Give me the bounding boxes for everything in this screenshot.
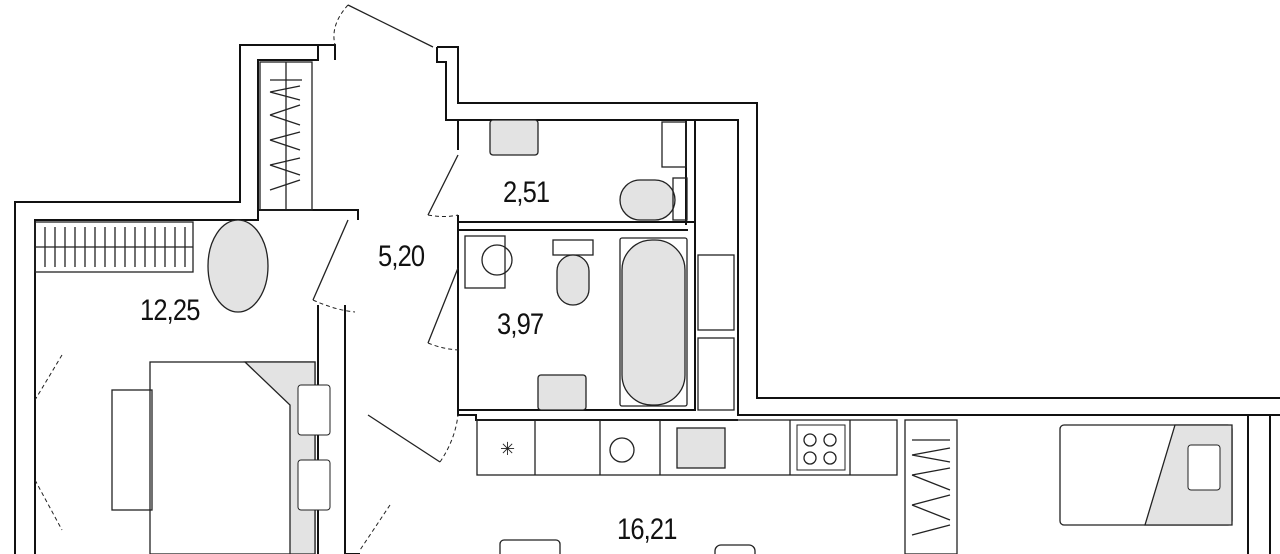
svg-text:✳: ✳: [500, 439, 515, 459]
room-area-bedroom: 12,25: [140, 294, 200, 327]
room-area-kitchen-living: 16,21: [617, 513, 677, 546]
doors: [34, 4, 463, 551]
room-area-hallway: 5,20: [378, 240, 425, 273]
sofa: [1059, 424, 1233, 526]
wardrobe-bedroom: [34, 221, 194, 273]
wardrobe-closet: [259, 61, 313, 211]
room-area-bathroom: 3,97: [497, 308, 544, 341]
rug: [207, 219, 269, 313]
kitchen-counter: ✳: [476, 419, 898, 476]
wardrobe-living: [904, 419, 958, 554]
dining-chairs: [499, 539, 756, 554]
double-bed: [111, 361, 331, 554]
bathroom-fixtures: [464, 119, 735, 411]
room-area-bathroom-small: 2,51: [503, 176, 550, 209]
